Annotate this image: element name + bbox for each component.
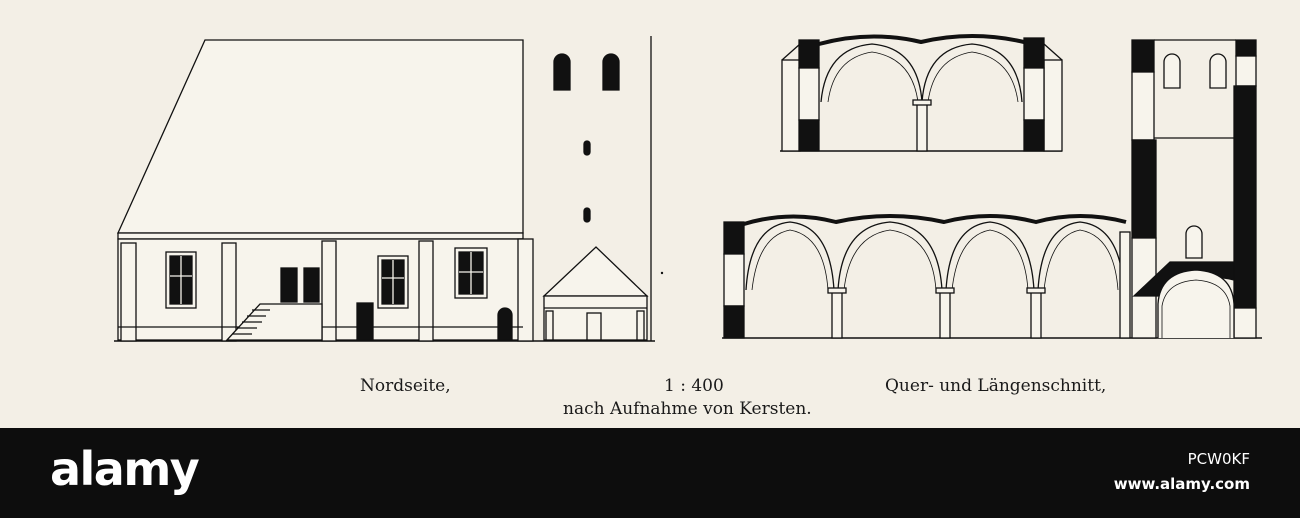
tower: [553, 36, 652, 341]
alamy-logo: alamy: [50, 442, 200, 496]
caption-sections: Quer- und Längenschnitt,: [885, 376, 1107, 396]
porch: [542, 246, 649, 341]
drawing-sheet: Nordseite, 1 : 400 Quer- und Längenschni…: [0, 0, 1300, 428]
nave-windows: [165, 247, 488, 309]
site-url: www.alamy.com: [1113, 475, 1250, 493]
image-id: PCW0KF: [1187, 450, 1250, 468]
caption-scale: 1 : 400: [664, 376, 724, 396]
stair: [225, 303, 323, 341]
caption-north-side: Nordseite,: [360, 376, 451, 396]
architectural-drawing: [114, 34, 1262, 342]
watermark-bar: [0, 428, 1300, 518]
cross-section: [780, 34, 1063, 152]
longitudinal-section: [722, 39, 1262, 339]
nave-roof: [116, 39, 524, 234]
north-elevation: [114, 36, 655, 342]
caption-source: nach Aufnahme von Kersten.: [563, 399, 812, 419]
